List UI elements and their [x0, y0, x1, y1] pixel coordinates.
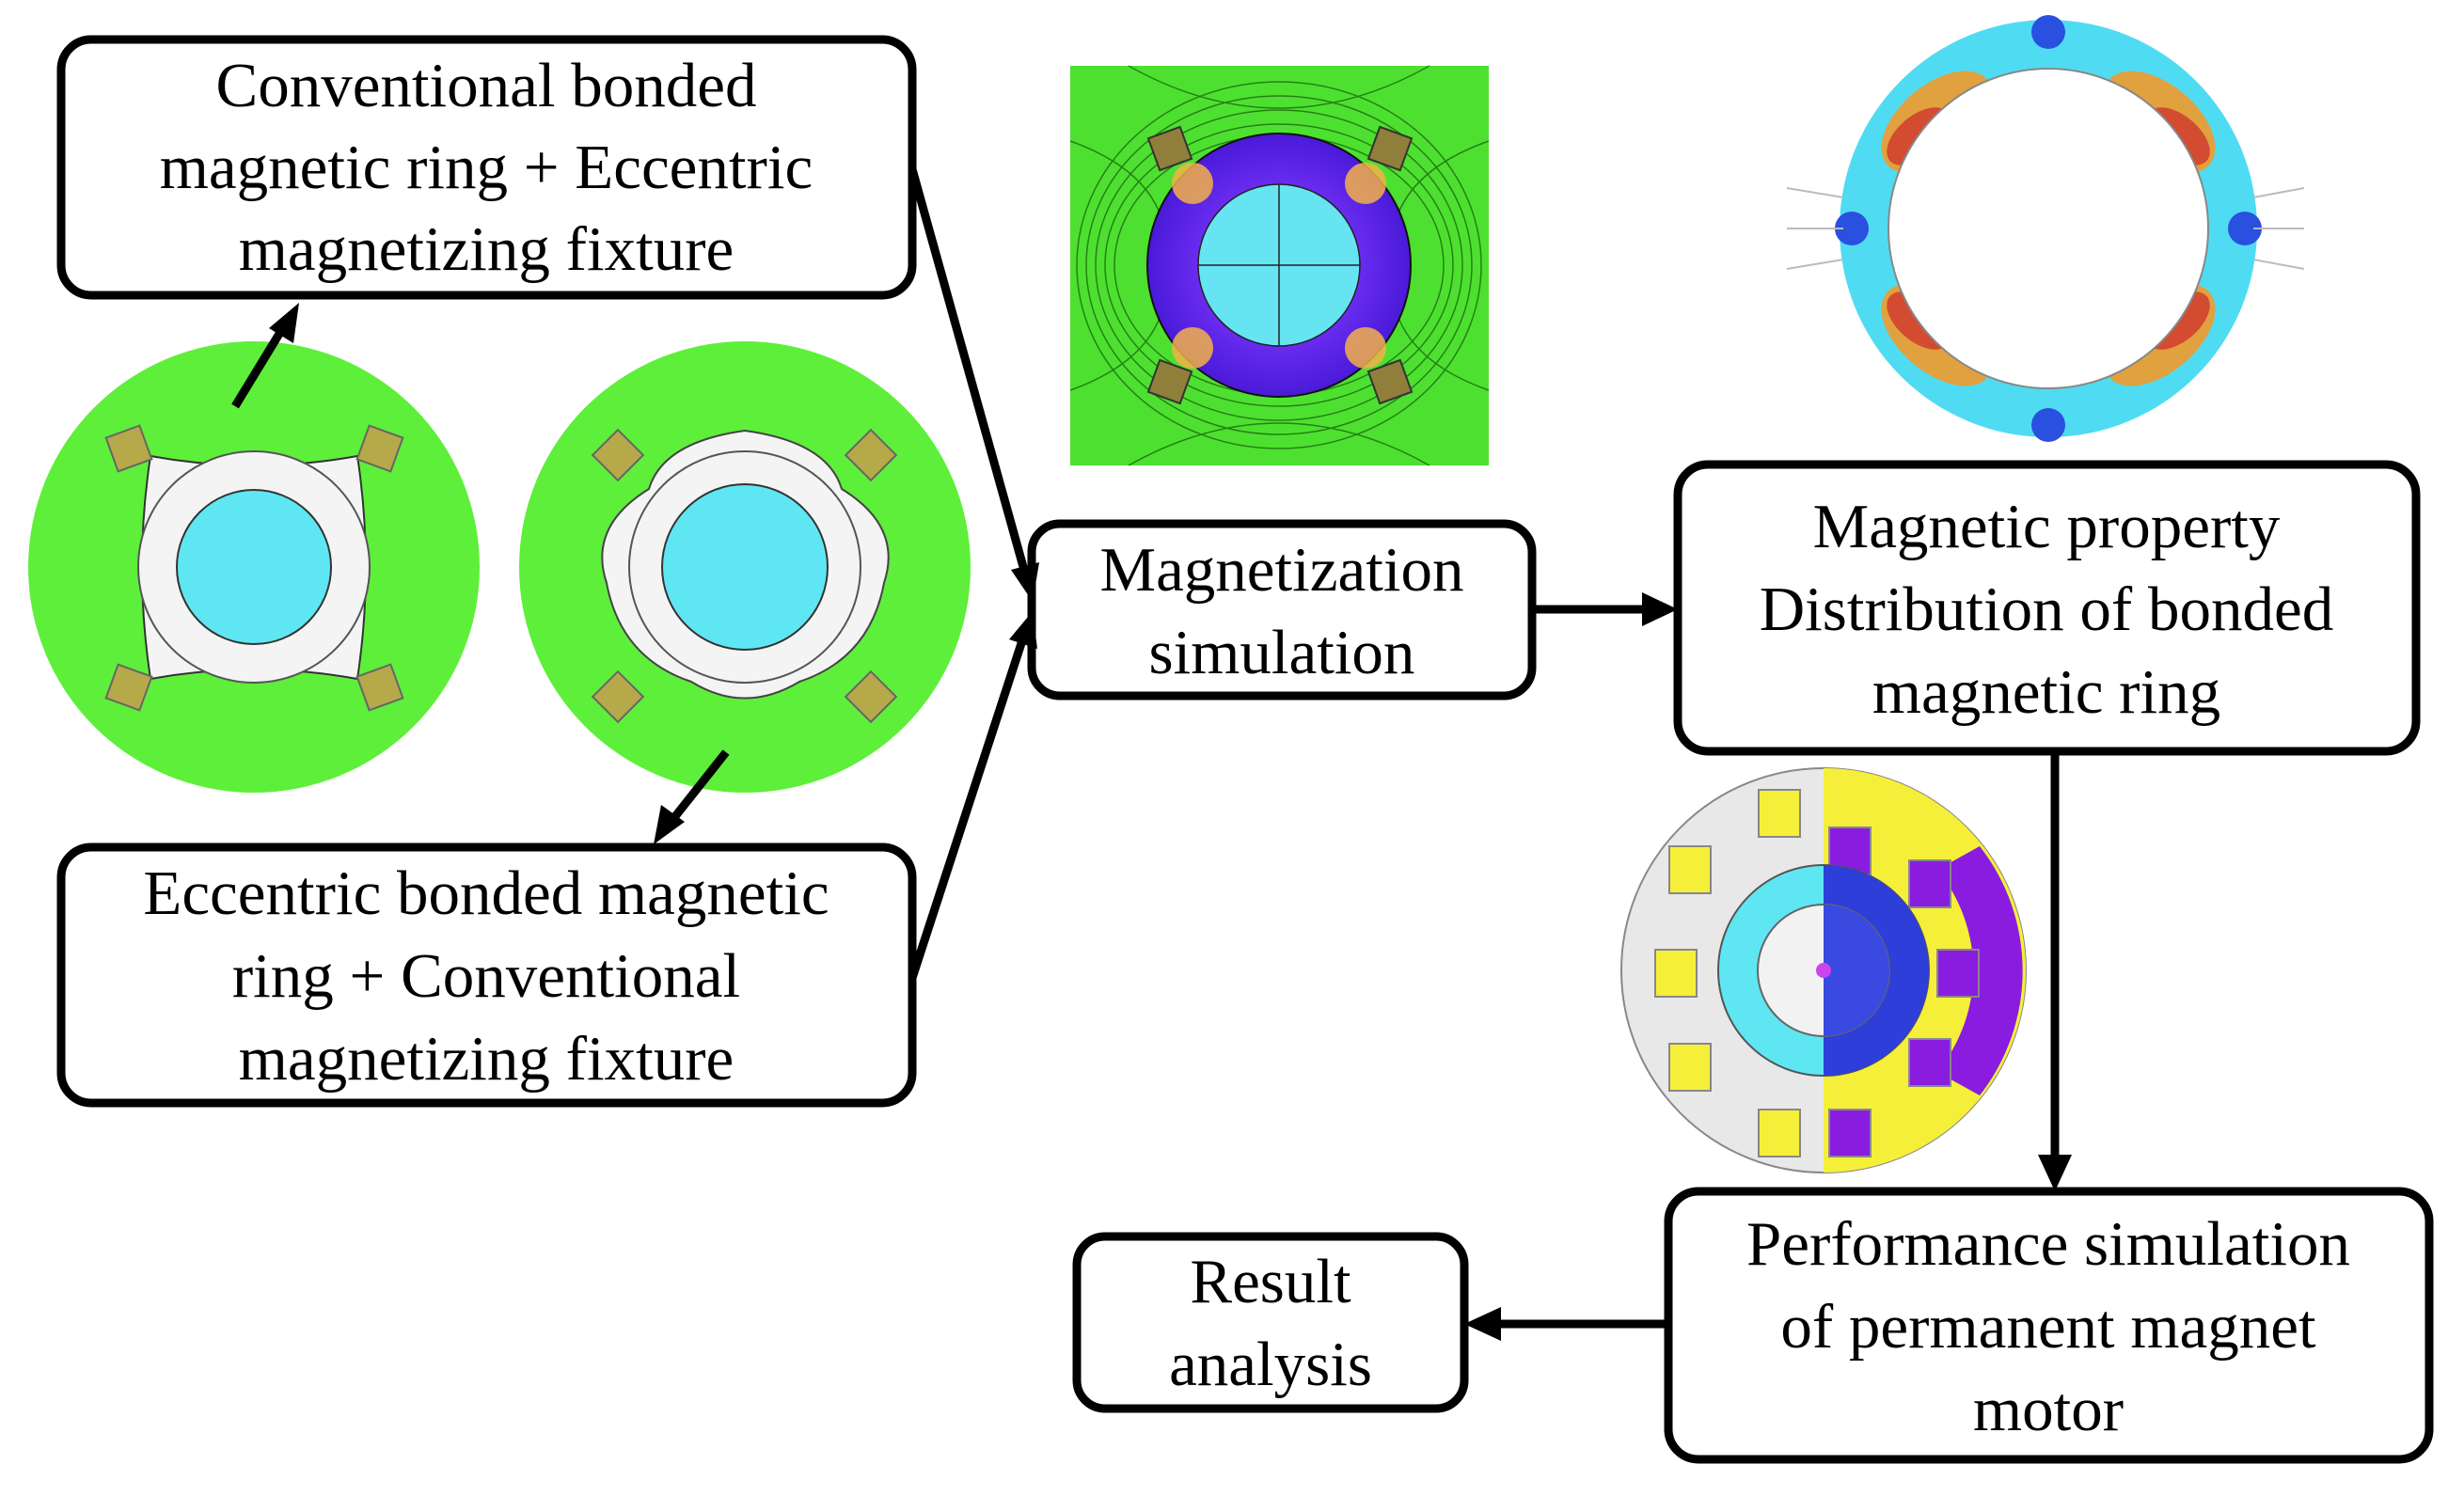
- box-result-analysis-line1: Result: [1190, 1247, 1351, 1316]
- box-conventional-ring-line3: magnetizing fixture: [239, 214, 734, 284]
- box-eccentric-ring-line2: ring + Conventional: [232, 941, 740, 1011]
- fixture-image-conventional: [519, 341, 971, 793]
- box-conventional-ring: Conventional bonded magnetic ring + Ecce…: [56, 35, 917, 300]
- box-performance-simulation-line2: of permanent magnet: [1780, 1292, 2316, 1362]
- box-magnetic-property-line1: Magnetic property: [1813, 492, 2281, 561]
- arrow-fixture2-to-box2: [654, 749, 730, 844]
- box-eccentric-ring: Eccentric bonded magnetic ring + Convent…: [56, 842, 917, 1108]
- box-performance-simulation-line3: motor: [1973, 1375, 2124, 1444]
- box-magnetization-simulation-line2: simulation: [1149, 618, 1415, 687]
- box-magnetization-simulation: Magnetization simulation: [1027, 519, 1537, 701]
- box-result-analysis: Result analysis: [1072, 1232, 1469, 1413]
- box-magnetization-simulation-line1: Magnetization: [1100, 535, 1464, 605]
- box-conventional-ring-line1: Conventional bonded: [216, 51, 757, 120]
- arrow-performance-to-result: [1464, 1307, 1668, 1341]
- box-performance-simulation-line1: Performance simulation: [1746, 1209, 2350, 1279]
- box-magnetic-property-line3: magnetic ring: [1872, 657, 2220, 727]
- arrow-fixture1-to-box1: [231, 303, 299, 409]
- arrow-magnetization-to-property: [1532, 592, 1678, 626]
- magnetized-ring-image: [1786, 15, 2305, 442]
- arrow-box2-to-magnetization: [908, 611, 1037, 980]
- box-performance-simulation: Performance simulation of permanent magn…: [1664, 1187, 2434, 1464]
- fixture-image-eccentric: [28, 341, 480, 793]
- arrow-property-to-performance: [2038, 751, 2072, 1191]
- box-conventional-ring-line2: magnetic ring + Eccentric: [160, 133, 813, 202]
- box-eccentric-ring-line1: Eccentric bonded magnetic: [143, 858, 829, 928]
- box-magnetic-property: Magnetic property Distribution of bonded…: [1673, 460, 2421, 756]
- arrow-box1-to-magnetization: [908, 167, 1039, 602]
- box-eccentric-ring-line3: magnetizing fixture: [239, 1024, 734, 1094]
- motor-section-image: [1620, 767, 2027, 1173]
- box-result-analysis-line2: analysis: [1169, 1330, 1372, 1399]
- magnetization-field-image: [1069, 65, 1490, 466]
- box-magnetic-property-line2: Distribution of bonded: [1760, 575, 2333, 644]
